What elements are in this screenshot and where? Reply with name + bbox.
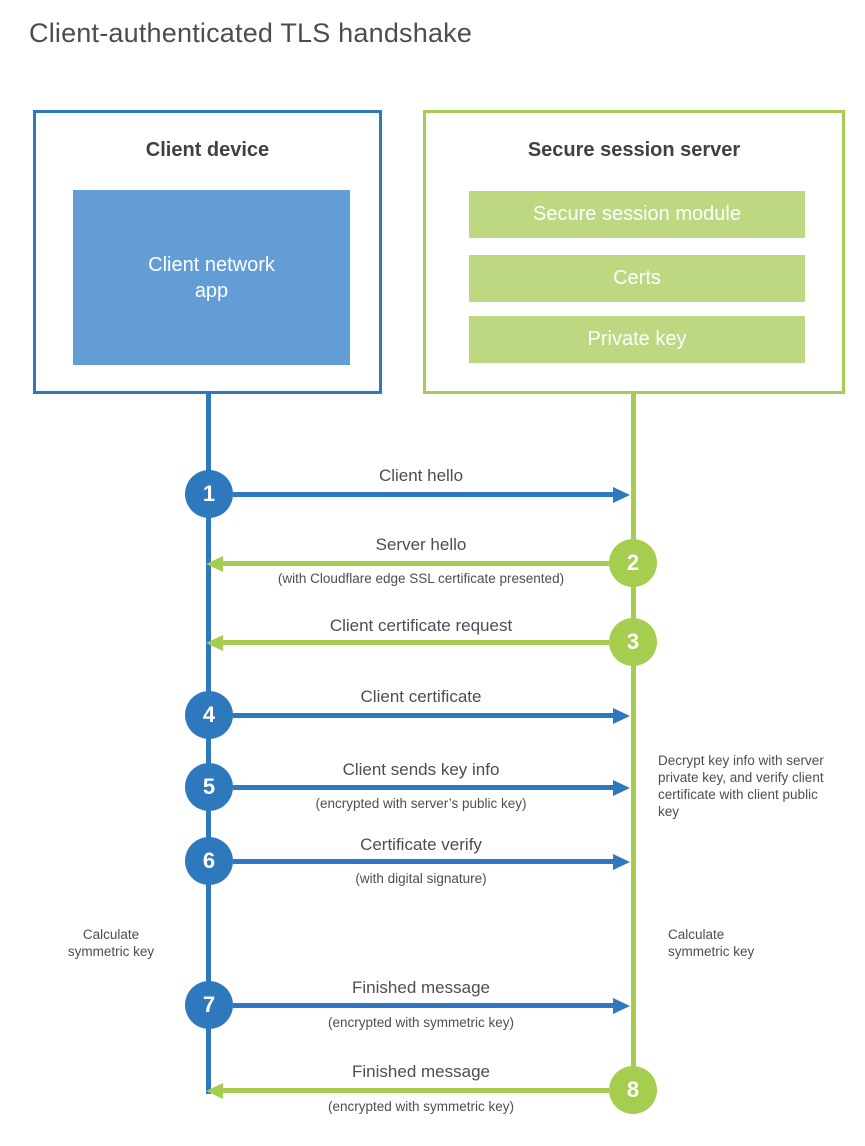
step-1-arrow-right-icon xyxy=(233,486,630,503)
step-1-marker: 1 xyxy=(185,470,233,518)
step-8-marker: 8 xyxy=(609,1066,657,1114)
secure-session-server-title: Secure session server xyxy=(527,139,741,161)
step-7-marker: 7 xyxy=(185,981,233,1029)
step-3-marker: 3 xyxy=(609,618,657,666)
server-lifeline xyxy=(631,394,636,1090)
step-8-label: Finished message xyxy=(352,1062,490,1081)
decrypt-key-info-note: Decrypt key info with server private key… xyxy=(658,753,824,820)
step-7-sublabel: (encrypted with symmetric key) xyxy=(327,1015,515,1030)
step-2-marker: 2 xyxy=(609,539,657,587)
step-8-sublabel: (encrypted with symmetric key) xyxy=(327,1099,515,1114)
step-4-marker: 4 xyxy=(185,691,233,739)
step-3-arrow-left-icon xyxy=(206,634,609,651)
page-title: Client-authenticated TLS handshake xyxy=(29,18,473,48)
step-7-label: Finished message xyxy=(352,978,490,997)
step-6-arrow-right-icon xyxy=(233,853,630,870)
step-1-label: Client hello xyxy=(378,466,464,485)
step-2-arrow-left-icon xyxy=(206,555,609,572)
secure-session-server-box: Secure session server Secure session mod… xyxy=(423,110,845,394)
server-module-private-key: Private key xyxy=(469,316,805,363)
step-5-sublabel: (encrypted with server’s public key) xyxy=(315,796,527,811)
client-network-app-label: Client network app xyxy=(148,253,275,302)
step-6-sublabel: (with digital signature) xyxy=(355,871,487,886)
client-lifeline xyxy=(206,394,211,1094)
step-5-arrow-right-icon xyxy=(233,779,630,796)
client-network-app-box: Client network app xyxy=(73,190,350,365)
step-5-label: Client sends key info xyxy=(342,760,500,779)
server-module-secure-session-module: Secure session module xyxy=(469,191,805,238)
client-device-box: Client device Client network app xyxy=(33,110,382,394)
step-4-arrow-right-icon xyxy=(233,707,630,724)
calculate-symmetric-key-note-server: Calculate symmetric key xyxy=(668,927,755,960)
step-6-marker: 6 xyxy=(185,837,233,885)
step-2-label: Server hello xyxy=(375,535,467,554)
step-5-marker: 5 xyxy=(185,763,233,811)
server-module-certs: Certs xyxy=(469,255,805,302)
step-3-label: Client certificate request xyxy=(329,616,513,635)
step-6-label: Certificate verify xyxy=(360,835,482,854)
step-2-sublabel: (with Cloudflare edge SSL certificate pr… xyxy=(277,571,565,586)
step-7-arrow-right-icon xyxy=(233,997,630,1014)
client-device-title: Client device xyxy=(145,139,270,161)
step-8-arrow-left-icon xyxy=(206,1082,609,1099)
step-4-label: Client certificate xyxy=(360,687,482,706)
calculate-symmetric-key-note-client: Calculate symmetric key xyxy=(67,927,155,960)
